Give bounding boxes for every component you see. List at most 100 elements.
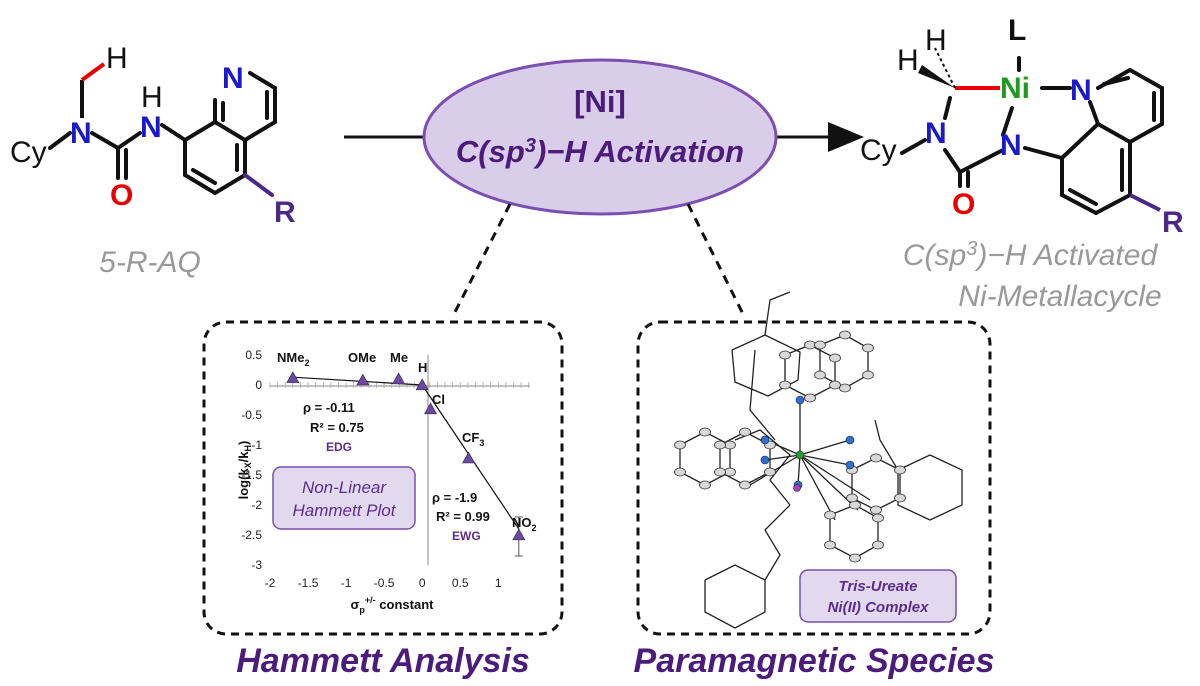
reaction-title: C(sp3)−H Activation (456, 134, 744, 169)
label-no2: NO2 (512, 515, 537, 533)
label-h: H (418, 360, 427, 375)
point-h (415, 378, 429, 391)
carbon-atom (839, 330, 851, 340)
nitrogen-atom (845, 435, 855, 445)
reactant-n: N (70, 117, 92, 150)
hammett-callout-line2: Hammett Plot (293, 501, 397, 520)
reactant-structure: Cy N H H N O N R (10, 42, 296, 229)
label-me: Me (390, 350, 408, 365)
reactant-label: 5-R-AQ (99, 246, 201, 279)
carbon-atom (814, 370, 826, 380)
crystal-box (636, 320, 992, 636)
label-cl: Cl (432, 392, 445, 407)
carbon-atom (824, 540, 836, 550)
product-r: R (1162, 206, 1184, 239)
carbon-atom (849, 553, 861, 563)
carbon-atom (779, 350, 791, 360)
reactant-cy: Cy (10, 136, 47, 169)
product-l: L (1008, 14, 1026, 47)
point-cf3 (462, 451, 476, 464)
hammett-box (202, 320, 564, 636)
point-me (392, 372, 406, 385)
carbon-atom (839, 383, 851, 393)
carbon-atom (674, 467, 686, 477)
carbon-atom (872, 513, 884, 523)
carbon-atom (894, 493, 906, 503)
x-tick-label: -1 (341, 576, 352, 590)
carbon-atom (872, 540, 884, 550)
product-h-back: H (925, 24, 947, 57)
product-label-line1: C(sp3)−H Activated (903, 238, 1159, 272)
carbon-atom (779, 380, 791, 390)
hammett-callout (272, 466, 416, 530)
connector-left (450, 203, 512, 319)
carbon-atom (739, 480, 751, 490)
carbon-atom (862, 370, 874, 380)
product-cy: Cy (860, 134, 897, 167)
label-nme2: NMe2 (277, 350, 309, 368)
reactant-r: R (274, 196, 296, 229)
y-tick-label: -3 (251, 558, 262, 572)
hammett-callout-line1: Non-Linear (302, 478, 387, 497)
reactant-h: H (106, 42, 128, 75)
product-ni: Ni (1000, 72, 1030, 105)
carbon-atom (824, 510, 836, 520)
connector-right (686, 203, 747, 319)
product-urea-n: N (925, 117, 947, 150)
crystal-title: Paramagnetic Species (634, 642, 995, 680)
carbon-atom (804, 340, 816, 350)
hammett-title: Hammett Analysis (236, 642, 530, 680)
nitrogen-atom (760, 435, 770, 445)
x-tick-label: 1 (495, 576, 502, 590)
label-ome: OMe (348, 350, 376, 365)
plot-xlabel: σp+/- constant (351, 595, 435, 615)
product-amide-n: N (1000, 129, 1022, 162)
reaction-oval (422, 58, 778, 216)
label-cf3: CF3 (462, 430, 484, 448)
oxygen-atom (793, 484, 801, 492)
reactant-o: O (110, 179, 133, 212)
carbon-atom (862, 343, 874, 353)
reactant-nh-h: H (141, 81, 163, 114)
edg-label: EDG (326, 440, 352, 454)
y-tick-label: -2 (251, 498, 262, 512)
edg-rho: ρ = -0.11 (303, 400, 355, 415)
ewg-r2: R² = 0.99 (436, 509, 490, 524)
product-o: O (952, 188, 975, 221)
nitrogen-atom (760, 455, 770, 465)
carbon-atom (724, 467, 736, 477)
y-tick-label: 0.5 (245, 348, 262, 362)
crystal-callout-line2: Ni(II) Complex (828, 599, 929, 616)
crystal-callout-line1: Tris-Ureate (839, 578, 918, 595)
y-tick-label: -0.5 (241, 408, 262, 422)
point-ome (356, 373, 370, 386)
reagent-label: [Ni] (574, 84, 626, 119)
carbon-atom (714, 440, 726, 450)
x-tick-label: -2 (265, 576, 276, 590)
reactant-quinoline-n: N (222, 62, 244, 95)
crystal-callout (799, 569, 957, 623)
carbon-atom (829, 380, 841, 390)
x-tick-label: 0.5 (452, 576, 469, 590)
carbon-atom (829, 353, 841, 363)
point-nme2 (286, 371, 300, 383)
carbon-atom (814, 340, 826, 350)
carbon-atom (674, 440, 686, 450)
product-h-front: H (897, 44, 919, 77)
crystal-atoms (674, 330, 906, 563)
nitrogen-atom (845, 460, 855, 470)
carbon-atom (894, 465, 906, 475)
point-cl (424, 402, 438, 415)
x-tick-label: -0.5 (374, 576, 395, 590)
y-tick-label: -2.5 (241, 528, 262, 542)
product-label-line2: Ni-Metallacycle (958, 280, 1161, 313)
y-tick-label: -1.5 (241, 468, 262, 482)
product-pyridine-n: N (1070, 74, 1092, 107)
carbon-atom (870, 453, 882, 463)
ewg-label: EWG (452, 529, 481, 543)
carbon-atom (699, 427, 711, 437)
y-tick-label: 0 (255, 378, 262, 392)
x-tick-label: 0 (419, 576, 426, 590)
